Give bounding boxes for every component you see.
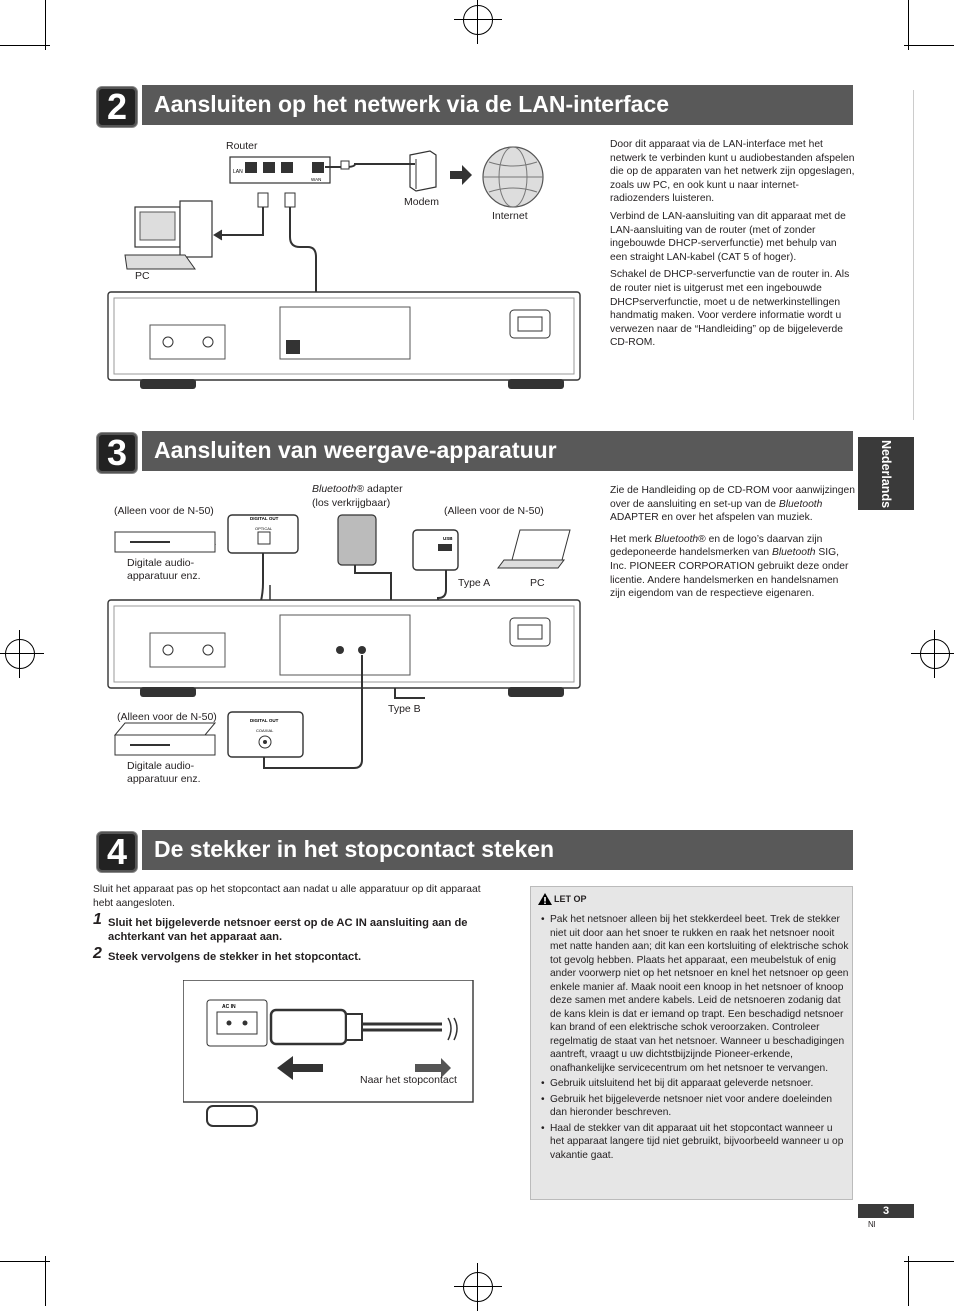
pc-label: PC [530, 577, 545, 589]
section-number: 2 [96, 86, 138, 128]
page-lang: Nl [868, 1220, 876, 1229]
router-label: Router [226, 140, 258, 152]
registration-mark [0, 630, 44, 678]
type-b-label: Type B [388, 703, 421, 715]
section-number: 3 [96, 432, 138, 474]
outlet-label: Naar het stopcontact [360, 1074, 457, 1086]
crop-mark [45, 1256, 46, 1306]
language-tab: Nederlands [858, 437, 914, 510]
pc-label: PC [135, 270, 150, 282]
section-title: De stekker in het stopcontact steken [142, 830, 853, 870]
ac-in-label: AC IN [222, 1004, 236, 1010]
caution-item: Gebruik het bijgeleverde netsnoer niet v… [539, 1093, 849, 1120]
lan-paragraph: Door dit apparaat via de LAN-interface m… [610, 139, 855, 205]
svg-text:DIGITAL OUT: DIGITAL OUT [250, 718, 279, 723]
bluetooth-adapter-label: (los verkrijgbaar) [312, 497, 391, 509]
caution-title: LET OP [554, 894, 587, 904]
playback-description: Zie de Handleiding op de CD-ROM voor aan… [610, 484, 856, 605]
n50-label: (Alleen voor de N-50) [444, 505, 544, 517]
registration-mark [454, 1263, 502, 1311]
caution-item: Haal de stekker van dit apparaat uit het… [539, 1122, 849, 1163]
caution-box: LET OP Pak het netsnoer alleen bij het s… [530, 886, 853, 1200]
power-diagram: AC IN [183, 980, 474, 1127]
section-title: Aansluiten op het netwerk via de LAN-int… [142, 85, 853, 125]
section-title: Aansluiten van weergave-apparatuur [142, 431, 853, 471]
caution-item: Pak het netsnoer alleen bij het stekkerd… [539, 913, 849, 1075]
registration-mark [911, 630, 954, 678]
power-intro: Sluit het apparaat pas op het stopcontac… [93, 884, 481, 909]
page-number: 3 [858, 1204, 914, 1218]
lan-paragraph: Schakel de DHCP-serverfunctie van de rou… [610, 269, 850, 349]
caution-item: Gebruik uitsluitend het bij dit apparaat… [539, 1077, 849, 1091]
crop-mark [0, 45, 50, 46]
playback-diagram: DIGITAL OUT OPTICAL USB DIGITAL OUT COAX… [107, 514, 581, 769]
crop-mark [908, 0, 909, 50]
caution-list: Pak het netsnoer alleen bij het stekkerd… [539, 913, 849, 1164]
digital-audio-label: apparatuur enz. [127, 773, 201, 785]
type-a-label: Type A [458, 577, 491, 589]
warning-icon [538, 893, 552, 905]
digital-audio-label: Digitale audio- [127, 557, 195, 569]
svg-text:WAN: WAN [311, 177, 321, 182]
svg-text:LAN: LAN [233, 169, 243, 175]
lan-description: Door dit apparaat via de LAN-interface m… [610, 138, 856, 354]
svg-text:USB: USB [443, 536, 453, 541]
digital-audio-label: Digitale audio- [127, 760, 195, 772]
margin-rule [913, 90, 914, 420]
internet-label: Internet [492, 210, 528, 222]
n50-label: (Alleen voor de N-50) [114, 505, 214, 517]
section-number: 4 [96, 831, 138, 873]
digital-audio-label: apparatuur enz. [127, 570, 201, 582]
registration-mark [454, 0, 502, 44]
playback-paragraph: Zie de Handleiding op de CD-ROM voor aan… [610, 485, 855, 524]
crop-mark [904, 45, 954, 46]
crop-mark [904, 1261, 954, 1262]
modem-label: Modem [404, 196, 440, 208]
crop-mark [0, 1261, 50, 1262]
crop-mark [45, 0, 46, 50]
lan-paragraph: Verbind de LAN-aansluiting van dit appar… [610, 210, 846, 263]
svg-text:DIGITAL OUT: DIGITAL OUT [250, 516, 279, 521]
svg-text:COAXIAL: COAXIAL [256, 728, 274, 733]
n50-label: (Alleen voor de N-50) [117, 711, 217, 723]
crop-mark [908, 1256, 909, 1306]
trademark-paragraph: Het merk Bluetooth® en de logo’s daarvan… [610, 533, 849, 600]
bluetooth-adapter-label: Bluetooth® adapter [312, 483, 403, 495]
lan-diagram: LAN WAN [107, 146, 581, 389]
svg-text:OPTICAL: OPTICAL [255, 526, 273, 531]
